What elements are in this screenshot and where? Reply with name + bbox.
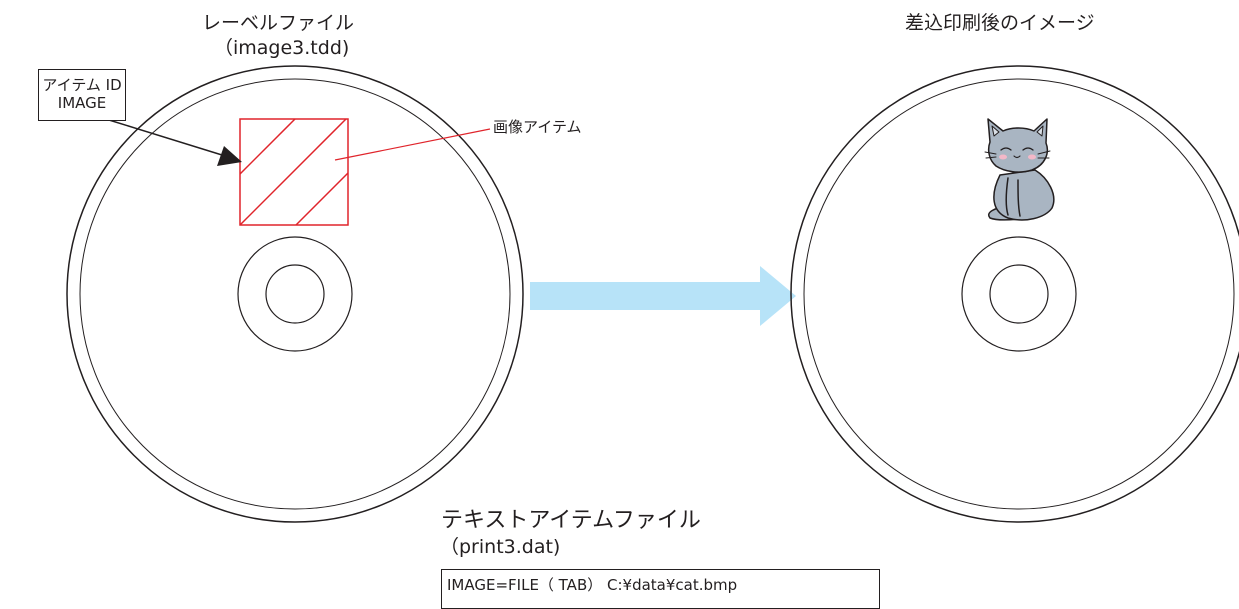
right-arrow-icon [530, 266, 796, 326]
label-file-title: レーベルファイル [202, 12, 355, 34]
item-id-pointer-arrow [108, 119, 242, 166]
left-disc [66, 65, 524, 523]
text-item-file-content: IMAGE=FILE（ TAB） C:¥data¥cat.bmp [447, 576, 738, 594]
cat-icon [984, 118, 1055, 221]
item-id-label: アイテム ID [42, 76, 122, 94]
image-item-leader-line [334, 128, 491, 161]
result-title: 差込印刷後のイメージ [905, 12, 1095, 34]
label-file-filename: （image3.tdd) [214, 37, 350, 59]
text-item-file-box: IMAGE=FILE（ TAB） C:¥data¥cat.bmp [441, 569, 880, 609]
item-id-box: アイテム ID IMAGE [38, 69, 126, 121]
image-item-placeholder [239, 118, 349, 226]
item-id-value: IMAGE [57, 94, 107, 112]
right-disc [790, 65, 1239, 523]
text-item-file-filename: （print3.dat) [440, 536, 561, 558]
image-item-label: 画像アイテム [493, 118, 582, 136]
text-item-file-title: テキストアイテムファイル [441, 508, 701, 533]
